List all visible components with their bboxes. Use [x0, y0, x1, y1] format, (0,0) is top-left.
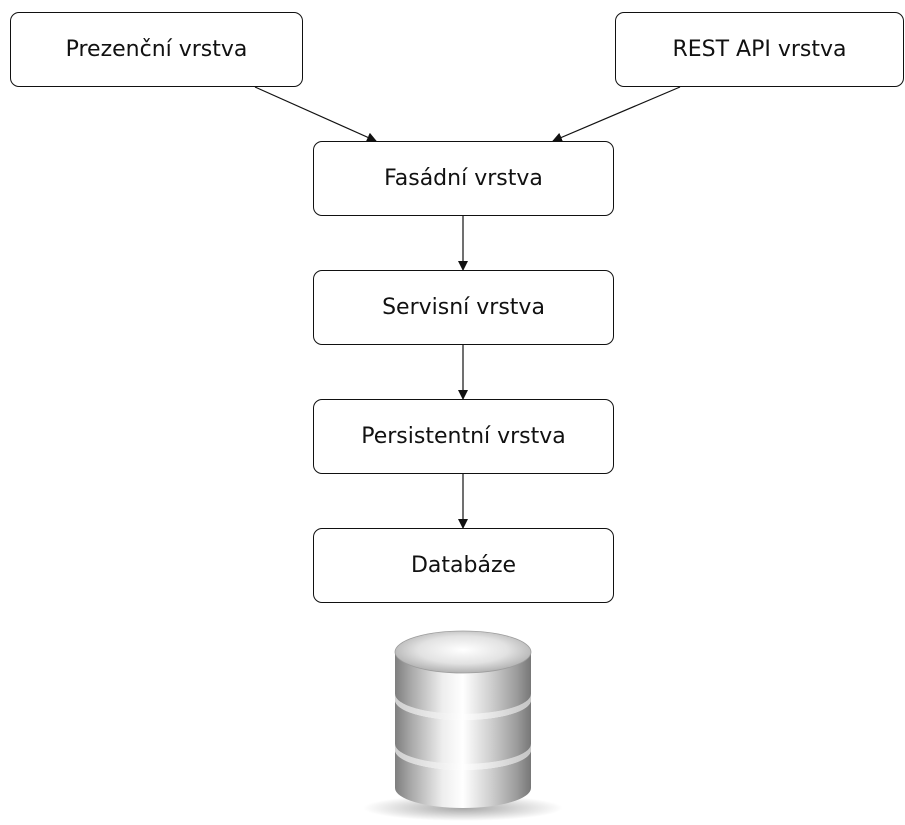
persistence-layer-label: Persistentní vrstva	[361, 424, 566, 449]
persistence-layer-node: Persistentní vrstva	[313, 399, 614, 474]
edge-rest-to-facade	[552, 86, 681, 143]
presentation-layer-label: Prezenční vrstva	[65, 37, 248, 62]
service-layer-node: Servisní vrstva	[313, 270, 614, 345]
rest-api-layer-label: REST API vrstva	[672, 37, 847, 62]
service-layer-label: Servisní vrstva	[382, 295, 545, 320]
presentation-layer-node: Prezenční vrstva	[10, 12, 303, 87]
facade-layer-label: Fasádní vrstva	[384, 166, 543, 191]
database-node: Databáze	[313, 528, 614, 603]
facade-layer-node: Fasádní vrstva	[313, 141, 614, 216]
edge-presentation-to-facade	[254, 86, 377, 142]
database-label: Databáze	[410, 553, 517, 578]
rest-api-layer-node: REST API vrstva	[615, 12, 904, 87]
database-cylinder-icon	[363, 630, 563, 821]
